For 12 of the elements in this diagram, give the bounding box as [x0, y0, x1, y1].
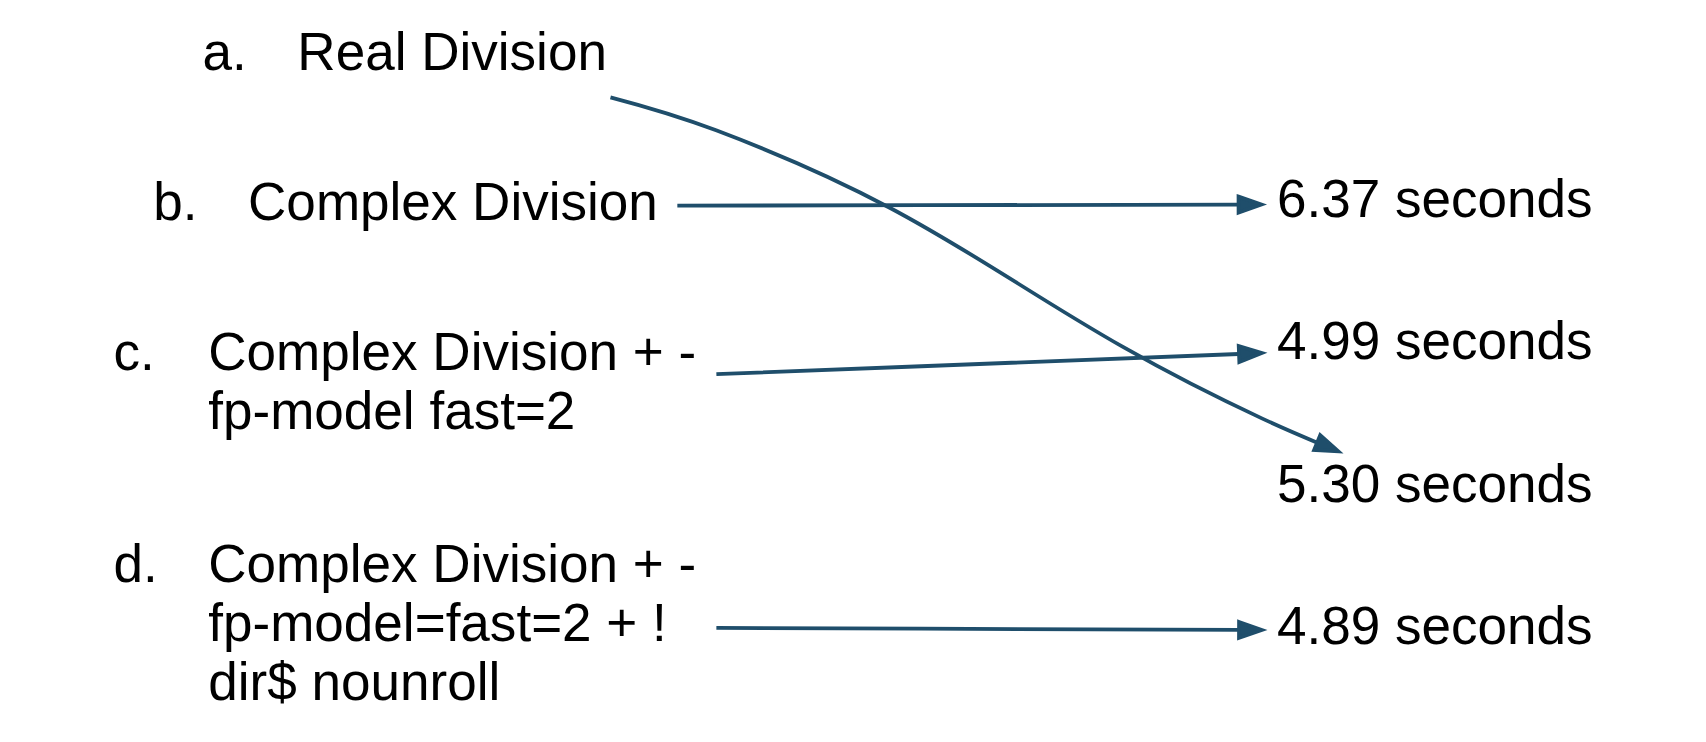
node-text: 5.30 seconds — [1276, 453, 1593, 513]
node-text: 4.89 seconds — [1276, 595, 1593, 655]
arrow — [676, 194, 1267, 216]
arrow — [609, 95, 1343, 454]
node-text: d. Complex Division + - fp-model=fast=2 + ! dir$ nounroll — [113, 534, 696, 711]
arrow — [715, 619, 1267, 641]
node-text: 4.99 seconds — [1276, 311, 1593, 371]
node-text: c. Complex Division + - fp-model fast=2 — [113, 321, 696, 440]
arrow — [715, 343, 1267, 377]
node-text: 6.37 seconds — [1276, 169, 1593, 229]
node-text: a. Real Division — [202, 22, 607, 82]
node-text: b. Complex Division — [152, 172, 658, 232]
